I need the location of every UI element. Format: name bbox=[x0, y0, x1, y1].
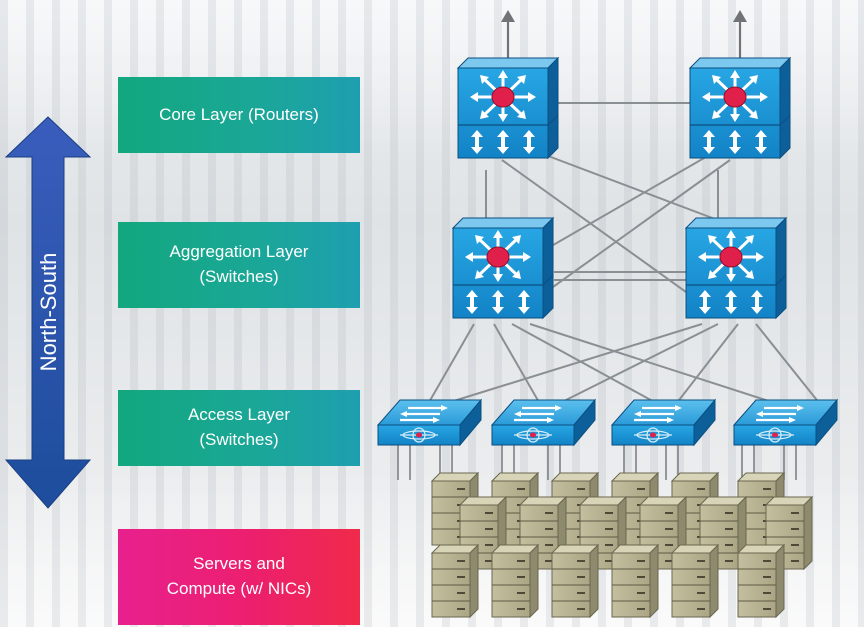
access-switch-3 bbox=[610, 398, 717, 447]
access-layer-label: Access Layer (Switches) bbox=[118, 390, 360, 466]
aggregation-layer-line1: Aggregation Layer bbox=[169, 242, 309, 262]
aggregation-switch-right bbox=[684, 216, 788, 320]
north-south-arrow bbox=[4, 116, 92, 509]
north-south-label: North-South bbox=[36, 253, 61, 372]
aggregation-switch-left bbox=[451, 216, 555, 320]
access-server-links bbox=[397, 444, 797, 480]
access-switch-1 bbox=[376, 398, 483, 447]
access-layer-line1: Access Layer bbox=[187, 405, 291, 425]
server bbox=[671, 544, 719, 618]
servers-layer-label: Servers and Compute (w/ NICs) bbox=[118, 529, 360, 625]
server bbox=[611, 544, 659, 618]
access-switch-2 bbox=[490, 398, 597, 447]
server bbox=[431, 544, 479, 618]
core-router-left bbox=[456, 56, 560, 160]
core-router-right bbox=[688, 56, 792, 160]
uplink-arrows bbox=[501, 10, 747, 58]
access-switch-4 bbox=[732, 398, 839, 447]
network-links bbox=[427, 102, 821, 405]
access-layer-line2: (Switches) bbox=[199, 430, 279, 449]
core-layer-label: Core Layer (Routers) bbox=[118, 77, 360, 153]
servers-layer-line2: Compute (w/ NICs) bbox=[166, 579, 312, 598]
server bbox=[737, 544, 785, 618]
aggregation-layer-line2: (Switches) bbox=[199, 267, 279, 286]
servers-layer-line1: Servers and bbox=[193, 554, 285, 574]
core-layer-text: Core Layer (Routers) bbox=[159, 104, 319, 124]
server bbox=[491, 544, 539, 618]
aggregation-layer-label: Aggregation Layer (Switches) bbox=[118, 222, 360, 308]
server bbox=[551, 544, 599, 618]
server-farm bbox=[431, 472, 813, 618]
